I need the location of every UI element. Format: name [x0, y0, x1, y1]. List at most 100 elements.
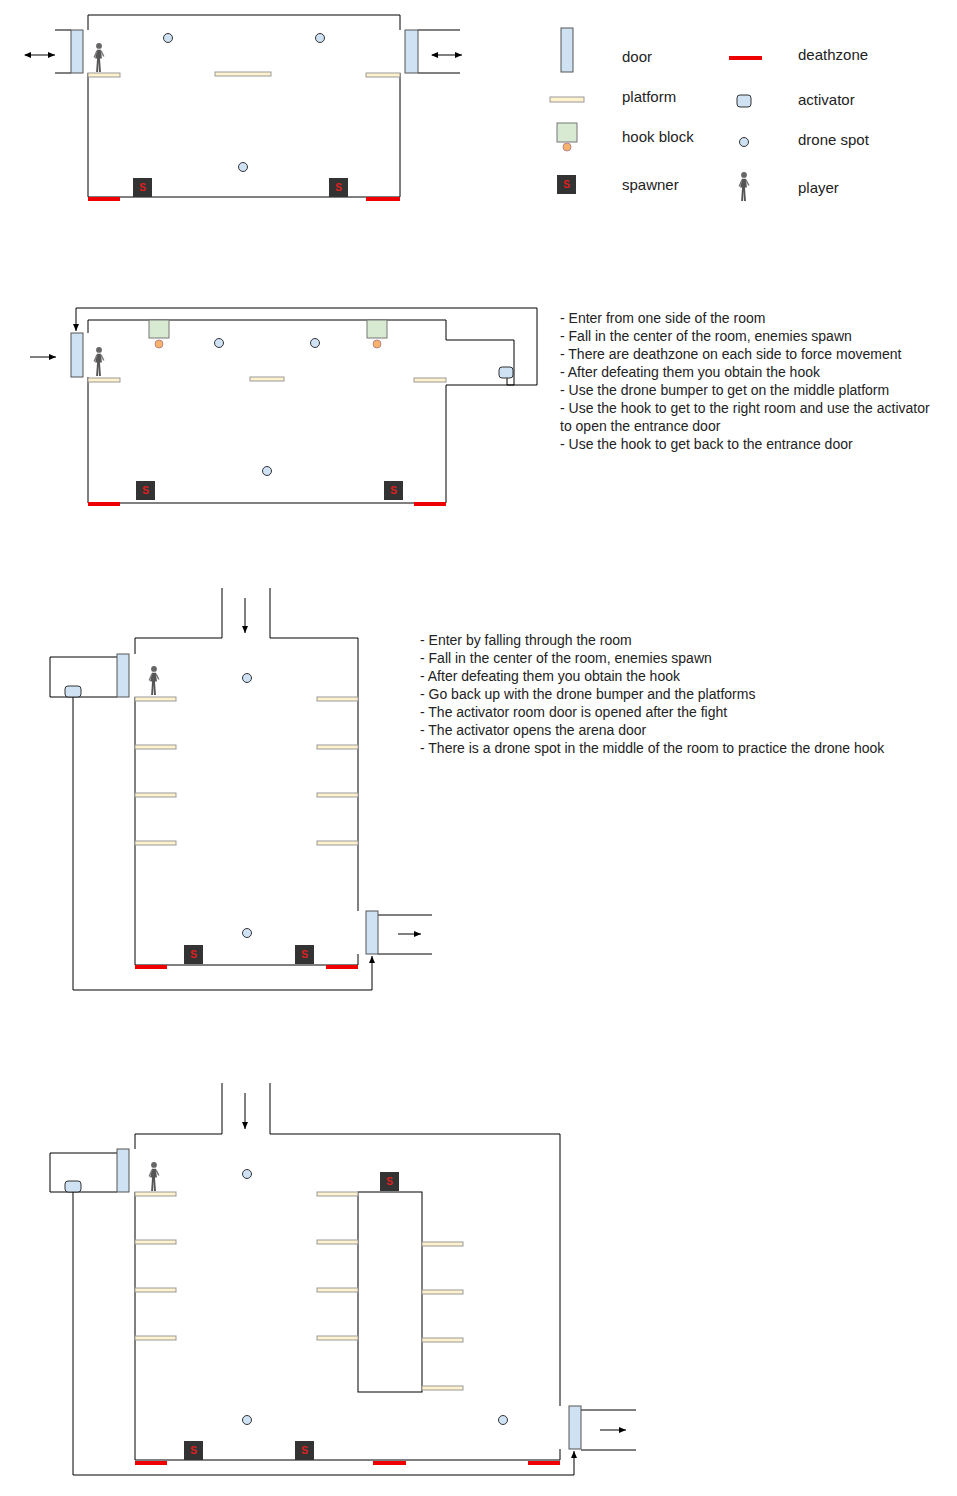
- room-walls: [378, 915, 432, 954]
- platform: [422, 1242, 463, 1246]
- note-line: - Use the hook to get back to the entran…: [560, 435, 930, 453]
- spawner-letter: S: [301, 949, 308, 960]
- legend-sample: [563, 143, 571, 151]
- note-line: - Enter by falling through the room: [420, 631, 884, 649]
- hook-block: [149, 320, 387, 348]
- spawner-box: S: [384, 481, 403, 500]
- platform: [317, 1240, 358, 1244]
- deathzone: [373, 1461, 406, 1465]
- room-walls: [88, 73, 400, 197]
- room-walls: [135, 697, 358, 965]
- legend-label: player: [798, 179, 839, 197]
- room-walls: [270, 588, 358, 911]
- spawner-box: S: [329, 178, 348, 197]
- activator: [65, 1181, 81, 1192]
- activator: [65, 686, 81, 697]
- deathzone: [135, 1461, 560, 1465]
- room-walls: [50, 1083, 636, 1475]
- legend-label: spawner: [622, 176, 679, 194]
- spawner-box: S: [184, 1441, 203, 1460]
- activator: [499, 367, 513, 378]
- spawner-box: S: [295, 1441, 314, 1460]
- legend-sample: [561, 28, 573, 72]
- room-walls: [270, 1083, 560, 1406]
- drone-spot: [243, 929, 252, 938]
- legend-label: deathzone: [798, 46, 868, 64]
- notes-block: - Enter from one side of the room- Fall …: [560, 309, 930, 453]
- platform: [135, 1240, 176, 1244]
- spawner-letter: S: [190, 1445, 197, 1456]
- player-figure: [94, 347, 104, 376]
- door: [117, 1149, 581, 1449]
- platform: [317, 745, 358, 749]
- drone-spot: [215, 339, 224, 348]
- note-line: - Fall in the center of the room, enemie…: [420, 649, 884, 667]
- platform: [88, 73, 120, 77]
- note-line: - Fall in the center of the room, enemie…: [560, 327, 930, 345]
- spawner-box: S: [557, 175, 576, 194]
- room-walls: [55, 30, 460, 73]
- legend-sample: [550, 97, 584, 102]
- room-walls: [135, 1192, 560, 1460]
- room-walls: [88, 15, 400, 30]
- platform: [135, 841, 176, 845]
- door: [71, 30, 418, 73]
- platform: [366, 73, 400, 77]
- deathzone: [135, 1461, 167, 1465]
- legend-sample: [550, 28, 762, 201]
- legend-label: door: [622, 48, 652, 66]
- note-line: - There are deathzone on each side to fo…: [560, 345, 930, 363]
- platform: [422, 1386, 463, 1390]
- platform: [317, 1192, 358, 1196]
- spawner-box: S: [380, 1172, 399, 1191]
- spawner-letter: S: [390, 485, 397, 496]
- spawner-box: S: [136, 481, 155, 500]
- door: [71, 333, 83, 377]
- door: [117, 1149, 129, 1192]
- legend-sample: [557, 123, 577, 142]
- platform: [135, 793, 176, 797]
- drone-spot: [263, 467, 272, 476]
- legend-sample: [740, 138, 749, 147]
- platform: [88, 377, 446, 382]
- legend-label: drone spot: [798, 131, 869, 149]
- spawner-box: S: [133, 178, 152, 197]
- deathzone: [135, 965, 167, 969]
- room-walls: [73, 697, 372, 990]
- room-walls: [135, 1083, 222, 1149]
- platform: [135, 745, 176, 749]
- platform: [135, 1192, 176, 1196]
- spawner-letter: S: [386, 1176, 393, 1187]
- platform: [422, 1338, 463, 1342]
- platform: [317, 1336, 358, 1340]
- corridor-arrow: [245, 598, 421, 934]
- spawner-letter: S: [139, 182, 146, 193]
- deathzone: [366, 197, 400, 201]
- corridor-arrow: [30, 357, 56, 358]
- corridor-arrow: [245, 1093, 626, 1430]
- spawner-letter: S: [301, 1445, 308, 1456]
- legend-sample: [739, 172, 749, 201]
- activator: [65, 1181, 81, 1192]
- note-line: - The activator opens the arena door: [420, 721, 884, 739]
- note-line: - Use the drone bumper to get on the mid…: [560, 381, 930, 399]
- legend-label: hook block: [622, 128, 694, 146]
- drone-spot: [243, 674, 252, 683]
- note-line: - Enter from one side of the room: [560, 309, 930, 327]
- corridor-arrow: [25, 55, 55, 56]
- legend-label: activator: [798, 91, 855, 109]
- deathzone: [88, 502, 446, 506]
- notes-block: - Enter by falling through the room- Fal…: [420, 631, 884, 757]
- legend-sample: [729, 56, 762, 60]
- deathzone: [88, 197, 120, 201]
- room-walls: [88, 320, 514, 503]
- activator: [65, 686, 81, 697]
- activator: [499, 367, 513, 378]
- hook-block: [373, 340, 381, 348]
- corridor-arrow: [432, 55, 462, 56]
- deathzone: [414, 502, 446, 506]
- spawner-letter: S: [190, 949, 197, 960]
- drone-spot: [243, 674, 252, 938]
- corridor-arrow: [245, 598, 246, 633]
- room-walls: [135, 588, 222, 654]
